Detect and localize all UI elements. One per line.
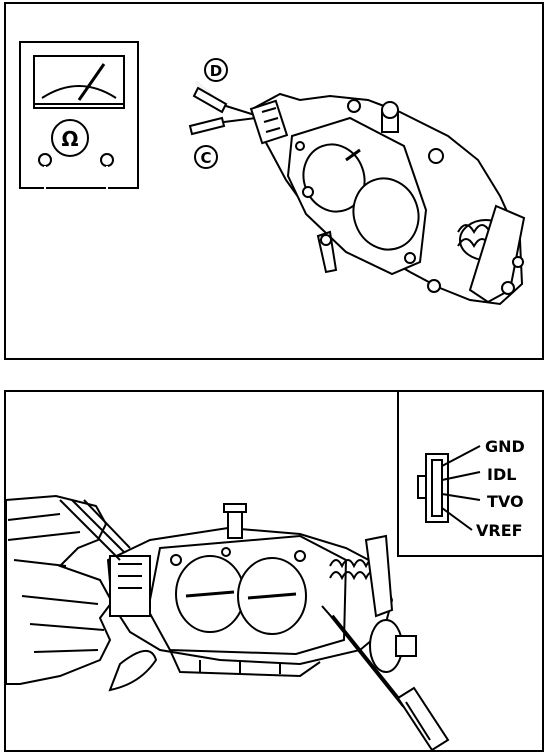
svg-text:C: C [200, 149, 211, 167]
probe-c-label: C [194, 145, 218, 169]
pin-gnd-label: GND [485, 437, 525, 456]
screwdriver-icon [321, 605, 450, 752]
connector-inset: GND IDL TVO VREF [397, 392, 544, 557]
meter-symbol: Ω [61, 127, 78, 151]
throttle-body-icon [249, 92, 526, 306]
pin-idl-label: IDL [487, 465, 516, 484]
connector-icon [417, 453, 449, 523]
throttle-body-icon [106, 503, 417, 678]
svg-text:D: D [210, 62, 222, 80]
probe-d-label: D [204, 58, 228, 82]
ohmmeter-icon: Ω [19, 41, 139, 189]
probe-wires [59, 499, 131, 561]
pin-tvo-label: TVO [487, 492, 524, 511]
test-leads [44, 81, 259, 211]
hand-icon [5, 494, 158, 692]
pin-vref-label: VREF [476, 521, 523, 540]
